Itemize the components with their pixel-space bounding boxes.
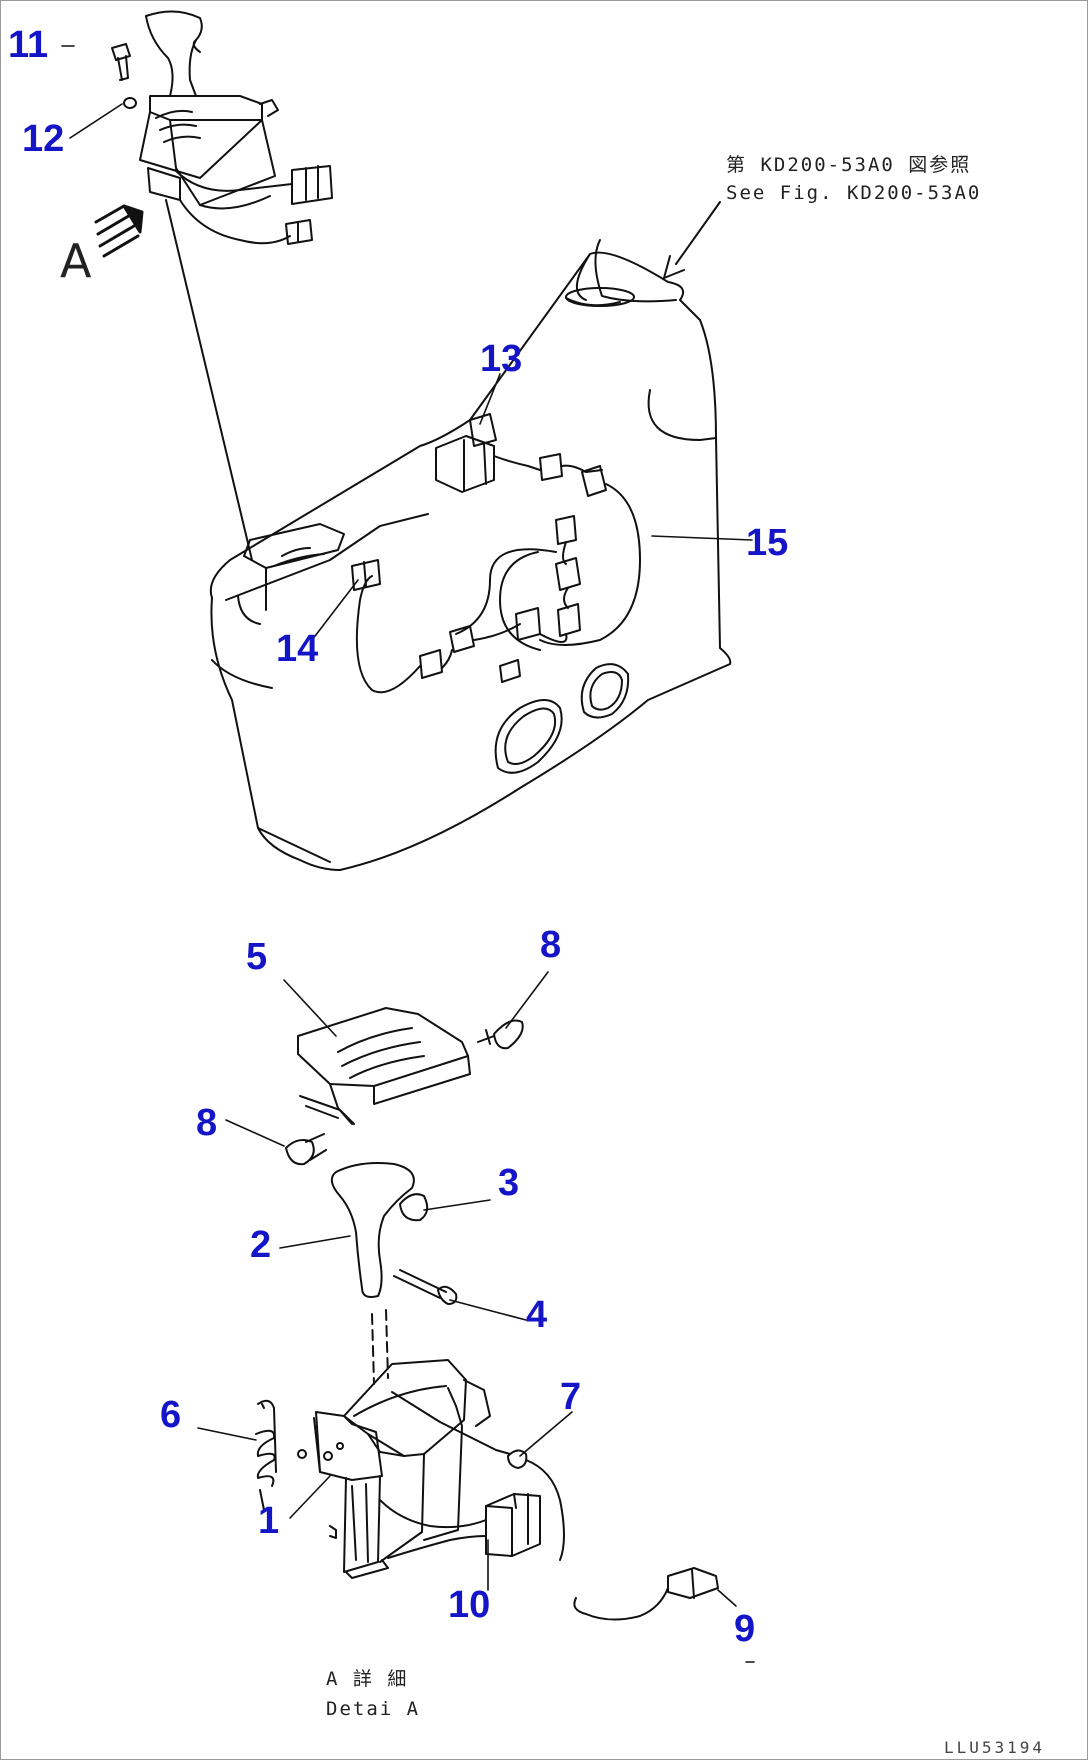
- leader-lines: [61, 45, 755, 1663]
- lever-assembly-top: [111, 10, 333, 561]
- callout-9: 9: [734, 1608, 756, 1650]
- callout-11: 11: [8, 24, 49, 66]
- detail-label-jp: A 詳 細: [326, 1668, 409, 1690]
- lever-knob-2: [330, 1162, 415, 1298]
- callout-7: 7: [560, 1376, 582, 1418]
- wire-harness-15: [351, 515, 581, 694]
- callout-14: 14: [276, 628, 319, 670]
- reference-note-jp: 第 KD200-53A0 図参照: [726, 154, 972, 176]
- connector-9: [573, 1567, 719, 1621]
- callout-2: 2: [250, 1224, 272, 1266]
- callout-3: 3: [498, 1162, 520, 1204]
- screw-8-left: [285, 1133, 327, 1166]
- detail-label-en: Detai A: [326, 1698, 421, 1720]
- reference-note-en: See Fig. KD200-53A0: [726, 182, 982, 204]
- switch-assembly-13: [435, 413, 641, 646]
- lever-button-3: [399, 1193, 429, 1222]
- lever-body-1: [297, 1359, 511, 1579]
- callout-1: 1: [258, 1500, 280, 1542]
- callout-5: 5: [246, 936, 268, 978]
- lever-cover-5: [297, 1007, 471, 1125]
- callout-12: 12: [22, 118, 65, 160]
- spring-6: [255, 1399, 277, 1511]
- console-body: [209, 239, 732, 871]
- callout-15: 15: [746, 522, 789, 564]
- callout-4: 4: [526, 1294, 548, 1336]
- pin-4: [393, 1269, 458, 1305]
- view-arrow-a: [94, 204, 144, 258]
- view-marker-a: A: [60, 234, 92, 288]
- callout-6: 6: [160, 1394, 182, 1436]
- callout-8-left: 8: [196, 1102, 218, 1144]
- screw-8-right: [477, 1019, 524, 1050]
- drawing-code: LLU53194: [944, 1738, 1046, 1757]
- callout-10: 10: [448, 1584, 491, 1626]
- relay-10: [379, 1493, 541, 1559]
- callout-13: 13: [480, 338, 523, 380]
- callout-8-right: 8: [540, 924, 562, 966]
- connector-7: [507, 1449, 565, 1561]
